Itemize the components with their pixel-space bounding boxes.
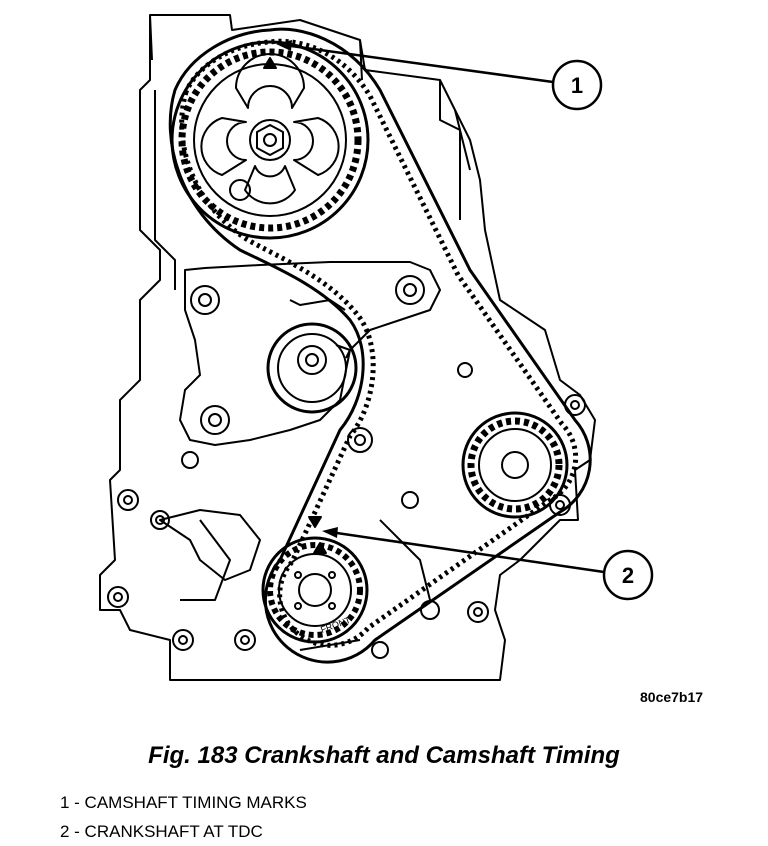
bolt-boss: [467, 601, 489, 623]
legend-item-1: 1 - CAMSHAFT TIMING MARKS: [60, 793, 307, 812]
belt-tensioner: [266, 299, 358, 414]
bolt-boss: [395, 275, 425, 305]
bolt-boss: [229, 179, 251, 201]
legend-item-2: 2 - CRANKSHAFT AT TDC: [60, 822, 263, 841]
bolt-boss: [457, 362, 473, 378]
bolt-boss: [150, 510, 170, 530]
oil-pump-housing: [159, 509, 261, 581]
callout-1-leader: [283, 43, 554, 84]
bolt-boss: [117, 489, 139, 511]
bolt-boss: [190, 285, 220, 315]
callout-2-number: 2: [622, 563, 634, 588]
engine-block-inner-edge: [154, 80, 461, 290]
bolt-boss: [401, 491, 419, 509]
figure-caption: Fig. 183 Crankshaft and Camshaft Timing: [148, 742, 620, 769]
callout-2-leader: [329, 530, 605, 574]
callout-1-arrowhead: [276, 40, 292, 51]
bolt-boss: [181, 451, 199, 469]
timing-cover-plate: [179, 261, 441, 446]
figure-reference-code: 80ce7b17: [640, 689, 704, 705]
timing-belt: [168, 27, 592, 664]
timing-belt-diagram: FRONT 1 2: [99, 14, 654, 681]
callout-2-arrowhead: [322, 527, 338, 538]
bolt-boss: [172, 629, 194, 651]
camshaft-timing-mark: [263, 57, 277, 69]
camshaft-sprocket: [170, 40, 370, 240]
bolt-boss: [234, 629, 256, 651]
callout-2: 2: [602, 549, 654, 601]
engine-block-ribs: [149, 14, 471, 171]
callout-1-number: 1: [571, 73, 583, 98]
crankshaft-timing-mark-lower: [313, 542, 327, 554]
bolt-boss: [107, 586, 129, 608]
bolt-boss: [371, 641, 389, 659]
bolt-boss: [200, 405, 230, 435]
callout-legend: 1 - CAMSHAFT TIMING MARKS 2 - CRANKSHAFT…: [60, 788, 307, 846]
callout-1: 1: [551, 59, 603, 111]
bolt-boss: [347, 427, 373, 453]
intermediate-sprocket: [461, 411, 569, 519]
